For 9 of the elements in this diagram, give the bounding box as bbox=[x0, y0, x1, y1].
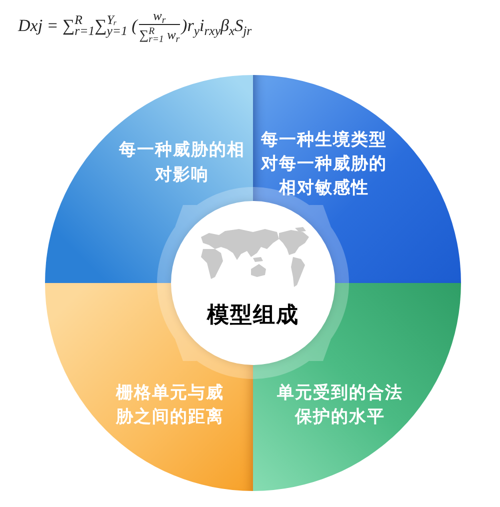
fraction-denominator: ∑$^{R}$$_{r=1}$ w$_{r}$ bbox=[139, 26, 180, 43]
formula-text: )r$_{y}$i$_{rxy}$β$_{x}$S$_{jr}$ bbox=[182, 14, 252, 38]
segment-text: 单元受到的合法保护的水平 bbox=[276, 382, 404, 428]
formula-text: Dxj = ∑$^{R}$$_{r=1}$∑$^{Yᵣ}$$_{y=1}$ ( bbox=[18, 12, 138, 38]
fraction-numerator: w$_{r}$ bbox=[153, 8, 166, 23]
center-title: 模型组成 bbox=[206, 301, 300, 329]
segment-text: 每一种威胁的相对影响 bbox=[118, 139, 246, 186]
segment-text: 栅格单元与威胁之间的距离 bbox=[114, 382, 225, 428]
segment-text: 每一种生境类型对每一种威胁的相对敏感性 bbox=[260, 129, 388, 199]
